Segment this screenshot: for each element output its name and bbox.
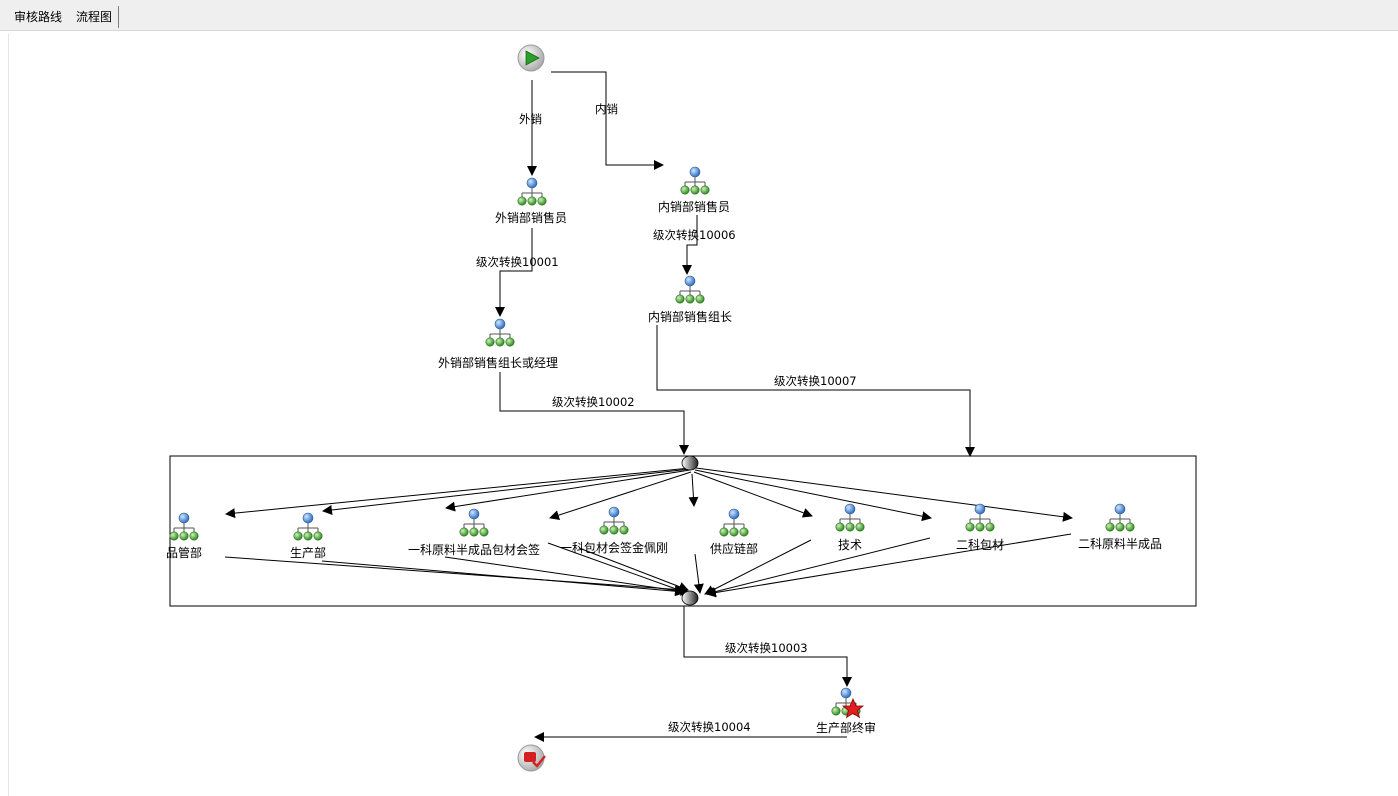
role-node-neixiao-leader[interactable]	[675, 275, 705, 304]
role-node-gongyinglian[interactable]	[719, 508, 749, 537]
node-label-gongyinglian: 供应链部	[710, 542, 759, 556]
end-stop-icon[interactable]	[517, 744, 546, 772]
tab-flowchart[interactable]: 流程图	[70, 6, 120, 28]
role-node-pinguan[interactable]	[169, 512, 199, 541]
tab-bar: 审核路线 流程图	[0, 0, 1398, 31]
edge-label-t10001: 级次转换10001	[476, 255, 559, 269]
star-icon	[841, 697, 865, 719]
split-edges	[225, 467, 1073, 522]
flow-edges	[495, 71, 975, 742]
node-label-neixiao-leader: 内销部销售组长	[648, 310, 733, 324]
edge-label-waixiao: 外销	[519, 112, 542, 126]
node-label-waixiao-sales: 外销部销售员	[495, 211, 568, 225]
node-label-erke-yuanliao: 二科原料半成品	[1078, 537, 1163, 551]
edge-label-t10006: 级次转换10006	[653, 228, 736, 242]
node-label-yike-baocai: 一科包材会签金佩刚	[560, 541, 669, 555]
node-label-final: 生产部终审	[816, 721, 877, 735]
edge-label-t10003: 级次转换10003	[725, 641, 808, 655]
tab-audit-route[interactable]: 审核路线	[14, 10, 63, 24]
edge-label-t10004: 级次转换10004	[668, 720, 751, 734]
parallel-container	[169, 455, 1197, 607]
node-label-erke-baocai: 二科包材	[956, 538, 1005, 552]
node-label-waixiao-leader: 外销部销售组长或经理	[438, 356, 559, 370]
start-play-icon[interactable]	[517, 44, 545, 72]
node-label-shengchan: 生产部	[290, 546, 327, 560]
node-label-jishu: 技术	[838, 538, 863, 552]
join-gateway[interactable]	[681, 590, 699, 606]
node-label-yike-yuanliao: 一科原料半成品包材会签	[408, 543, 541, 557]
join-edges	[224, 533, 1072, 598]
role-node-shengchan[interactable]	[293, 512, 323, 541]
role-node-erke-yuanliao[interactable]	[1105, 503, 1135, 532]
role-node-neixiao-sales[interactable]	[680, 166, 710, 195]
role-node-erke-baocai[interactable]	[965, 503, 995, 532]
role-node-yike-baocai[interactable]	[599, 506, 629, 535]
node-label-pinguan: 品管部	[166, 546, 203, 560]
role-node-yike-yuanliao[interactable]	[459, 508, 489, 537]
role-node-waixiao-sales[interactable]	[517, 177, 547, 206]
split-gateway[interactable]	[681, 455, 699, 471]
role-node-jishu[interactable]	[835, 503, 865, 532]
edge-label-neixiao: 内销	[595, 102, 618, 116]
flowchart-canvas	[8, 34, 1398, 796]
edge-label-t10002: 级次转换10002	[552, 395, 635, 409]
role-node-waixiao-leader[interactable]	[485, 318, 515, 347]
node-label-neixiao-sales: 内销部销售员	[658, 200, 731, 214]
edge-label-t10007: 级次转换10007	[774, 374, 857, 388]
